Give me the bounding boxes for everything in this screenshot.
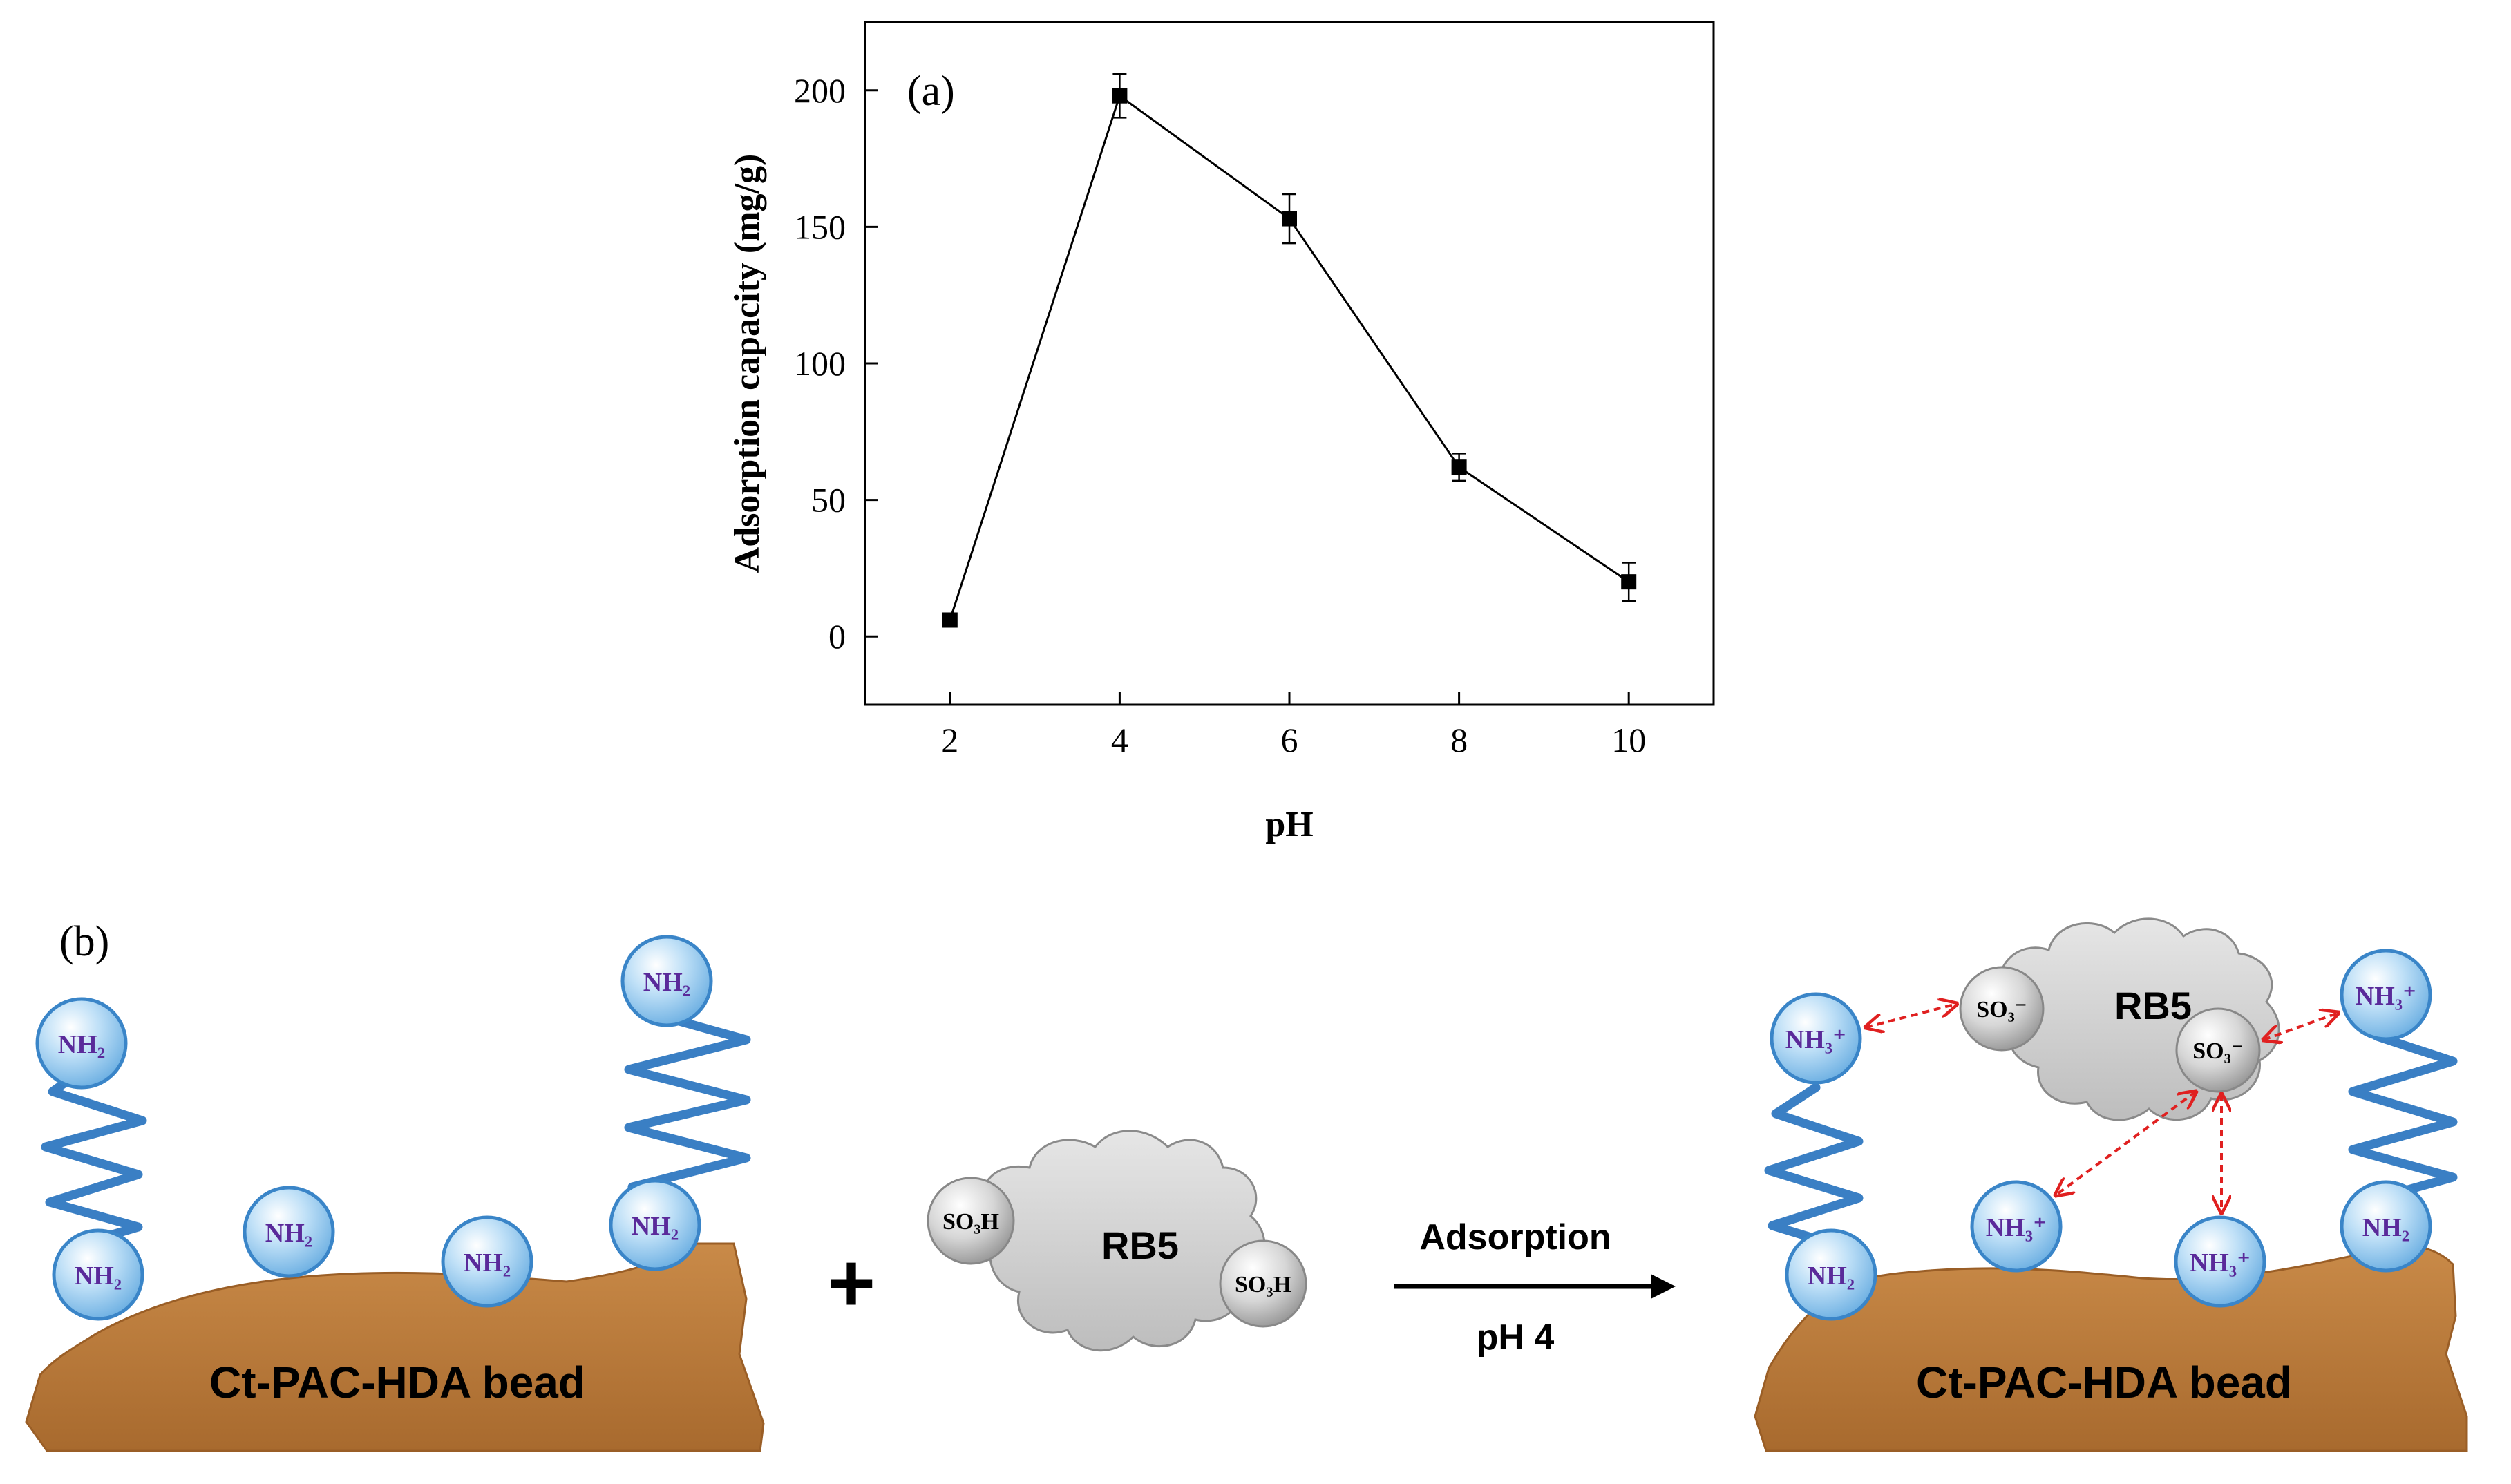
x-tick-label: 2 — [941, 721, 958, 759]
y-tick-label: 200 — [794, 71, 846, 110]
svg-text:NH₃⁺: NH₃⁺ — [1986, 1213, 2047, 1242]
x-tick-label: 10 — [1611, 721, 1646, 759]
amine-group: NH₂ — [620, 935, 713, 1027]
rb5-dye-free: RB5 SO₃H SO₃H — [927, 1130, 1307, 1352]
panel-a-label: (a) — [907, 68, 955, 115]
x-tick-label: 8 — [1450, 721, 1468, 759]
svg-text:SO₃H: SO₃H — [942, 1209, 999, 1235]
electrostatic-interactions — [1866, 1004, 2338, 1212]
y-tick-label: 100 — [794, 344, 846, 383]
series-line — [949, 94, 1630, 620]
x-axis-label: pH — [1265, 805, 1313, 844]
series-markers — [942, 88, 1637, 628]
data-point — [1112, 88, 1128, 104]
svg-text:NH₂: NH₂ — [1808, 1262, 1855, 1291]
x-tick-label: 4 — [1111, 721, 1128, 759]
amine-group: NH₂ — [35, 997, 128, 1090]
sulfonate-group: SO₃⁻ — [2175, 1007, 2261, 1093]
svg-text:NH₃⁺: NH₃⁺ — [1785, 1025, 1846, 1054]
svg-text:SO₃H: SO₃H — [1235, 1272, 1291, 1297]
svg-text:SO₃⁻: SO₃⁻ — [1976, 997, 2027, 1022]
chain-left-2 — [624, 1013, 751, 1207]
dye-label: RB5 — [1101, 1224, 1179, 1267]
amine-group: NH₂ — [52, 1228, 144, 1321]
adsorption-mechanism-diagram: (b) Ct-PAC-HDA bead NH₂ NH₂ NH₂ NH₂ NH₂ — [25, 917, 2468, 1452]
amine-group: NH₂ — [1785, 1228, 1877, 1321]
interaction-arrow — [2264, 1013, 2338, 1040]
y-tick-label: 50 — [811, 481, 846, 520]
bead-right: Ct-PAC-HDA bead — [1754, 1245, 2468, 1452]
interaction-arrow — [2056, 1092, 2196, 1195]
svg-text:NH₂: NH₂ — [58, 1030, 105, 1059]
bead-left-label: Ct-PAC-HDA bead — [209, 1358, 585, 1407]
chain-left-1 — [41, 1061, 147, 1248]
svg-text:NH₃⁺: NH₃⁺ — [2356, 982, 2416, 1011]
series-line-path — [949, 94, 1630, 620]
ammonium-group: NH₃⁺ — [2340, 949, 2432, 1041]
amine-group: NH₂ — [2340, 1180, 2432, 1273]
bead-right-label: Ct-PAC-HDA bead — [1916, 1358, 2292, 1407]
reaction-arrow: Adsorption pH 4 — [1394, 1217, 1676, 1358]
y-axis-label: Adsorption capacity (mg/g) — [728, 154, 767, 573]
interaction-arrow — [1866, 1004, 1957, 1027]
error-bars — [942, 73, 1636, 627]
arrow-top-label: Adsorption — [1419, 1217, 1611, 1257]
plus-sign: + — [827, 1237, 875, 1329]
x-tick-label: 6 — [1281, 721, 1298, 759]
data-point — [1282, 211, 1297, 227]
svg-text:NH₂: NH₂ — [75, 1262, 122, 1291]
x-ticks: 2 4 6 8 10 — [941, 692, 1646, 759]
dye-label-bound: RB5 — [2114, 984, 2192, 1027]
rb5-dye-bound: RB5 SO₃⁻ SO₃⁻ — [1959, 917, 2280, 1121]
ammonium-group: NH₃⁺ — [1770, 992, 1862, 1085]
sulfonic-group: SO₃H — [927, 1177, 1015, 1265]
svg-text:NH₂: NH₂ — [643, 968, 690, 997]
adsorption-ph-chart: 0 50 100 150 200 2 4 6 8 10 (a) pH Adsorption ca… — [728, 21, 1715, 844]
data-point — [942, 612, 958, 628]
plot-frame — [864, 21, 1715, 706]
y-tick-label: 0 — [828, 617, 846, 656]
arrow-bottom-label: pH 4 — [1477, 1317, 1555, 1358]
svg-text:NH₂: NH₂ — [265, 1219, 312, 1248]
svg-text:NH₃⁺: NH₃⁺ — [2190, 1248, 2251, 1277]
svg-text:NH₂: NH₂ — [464, 1248, 511, 1277]
svg-text:NH₂: NH₂ — [632, 1212, 679, 1241]
amine-group: NH₂ — [609, 1179, 701, 1271]
sulfonic-group: SO₃H — [1219, 1239, 1307, 1328]
data-point — [1451, 459, 1467, 475]
y-ticks: 0 50 100 150 200 — [794, 71, 878, 656]
ammonium-group: NH₃⁺ — [1970, 1180, 2063, 1273]
panel-b-label: (b) — [59, 918, 109, 965]
bead-left: Ct-PAC-HDA bead — [25, 1242, 765, 1452]
sulfonate-group: SO₃⁻ — [1959, 966, 2045, 1052]
y-tick-label: 150 — [794, 207, 846, 246]
svg-text:SO₃⁻: SO₃⁻ — [2192, 1038, 2244, 1064]
data-point — [1621, 574, 1637, 590]
ammonium-group: NH₃⁺ — [2174, 1215, 2266, 1308]
svg-text:NH₂: NH₂ — [2362, 1213, 2409, 1242]
amine-group: NH₂ — [243, 1186, 335, 1278]
amine-group: NH₂ — [441, 1215, 533, 1308]
